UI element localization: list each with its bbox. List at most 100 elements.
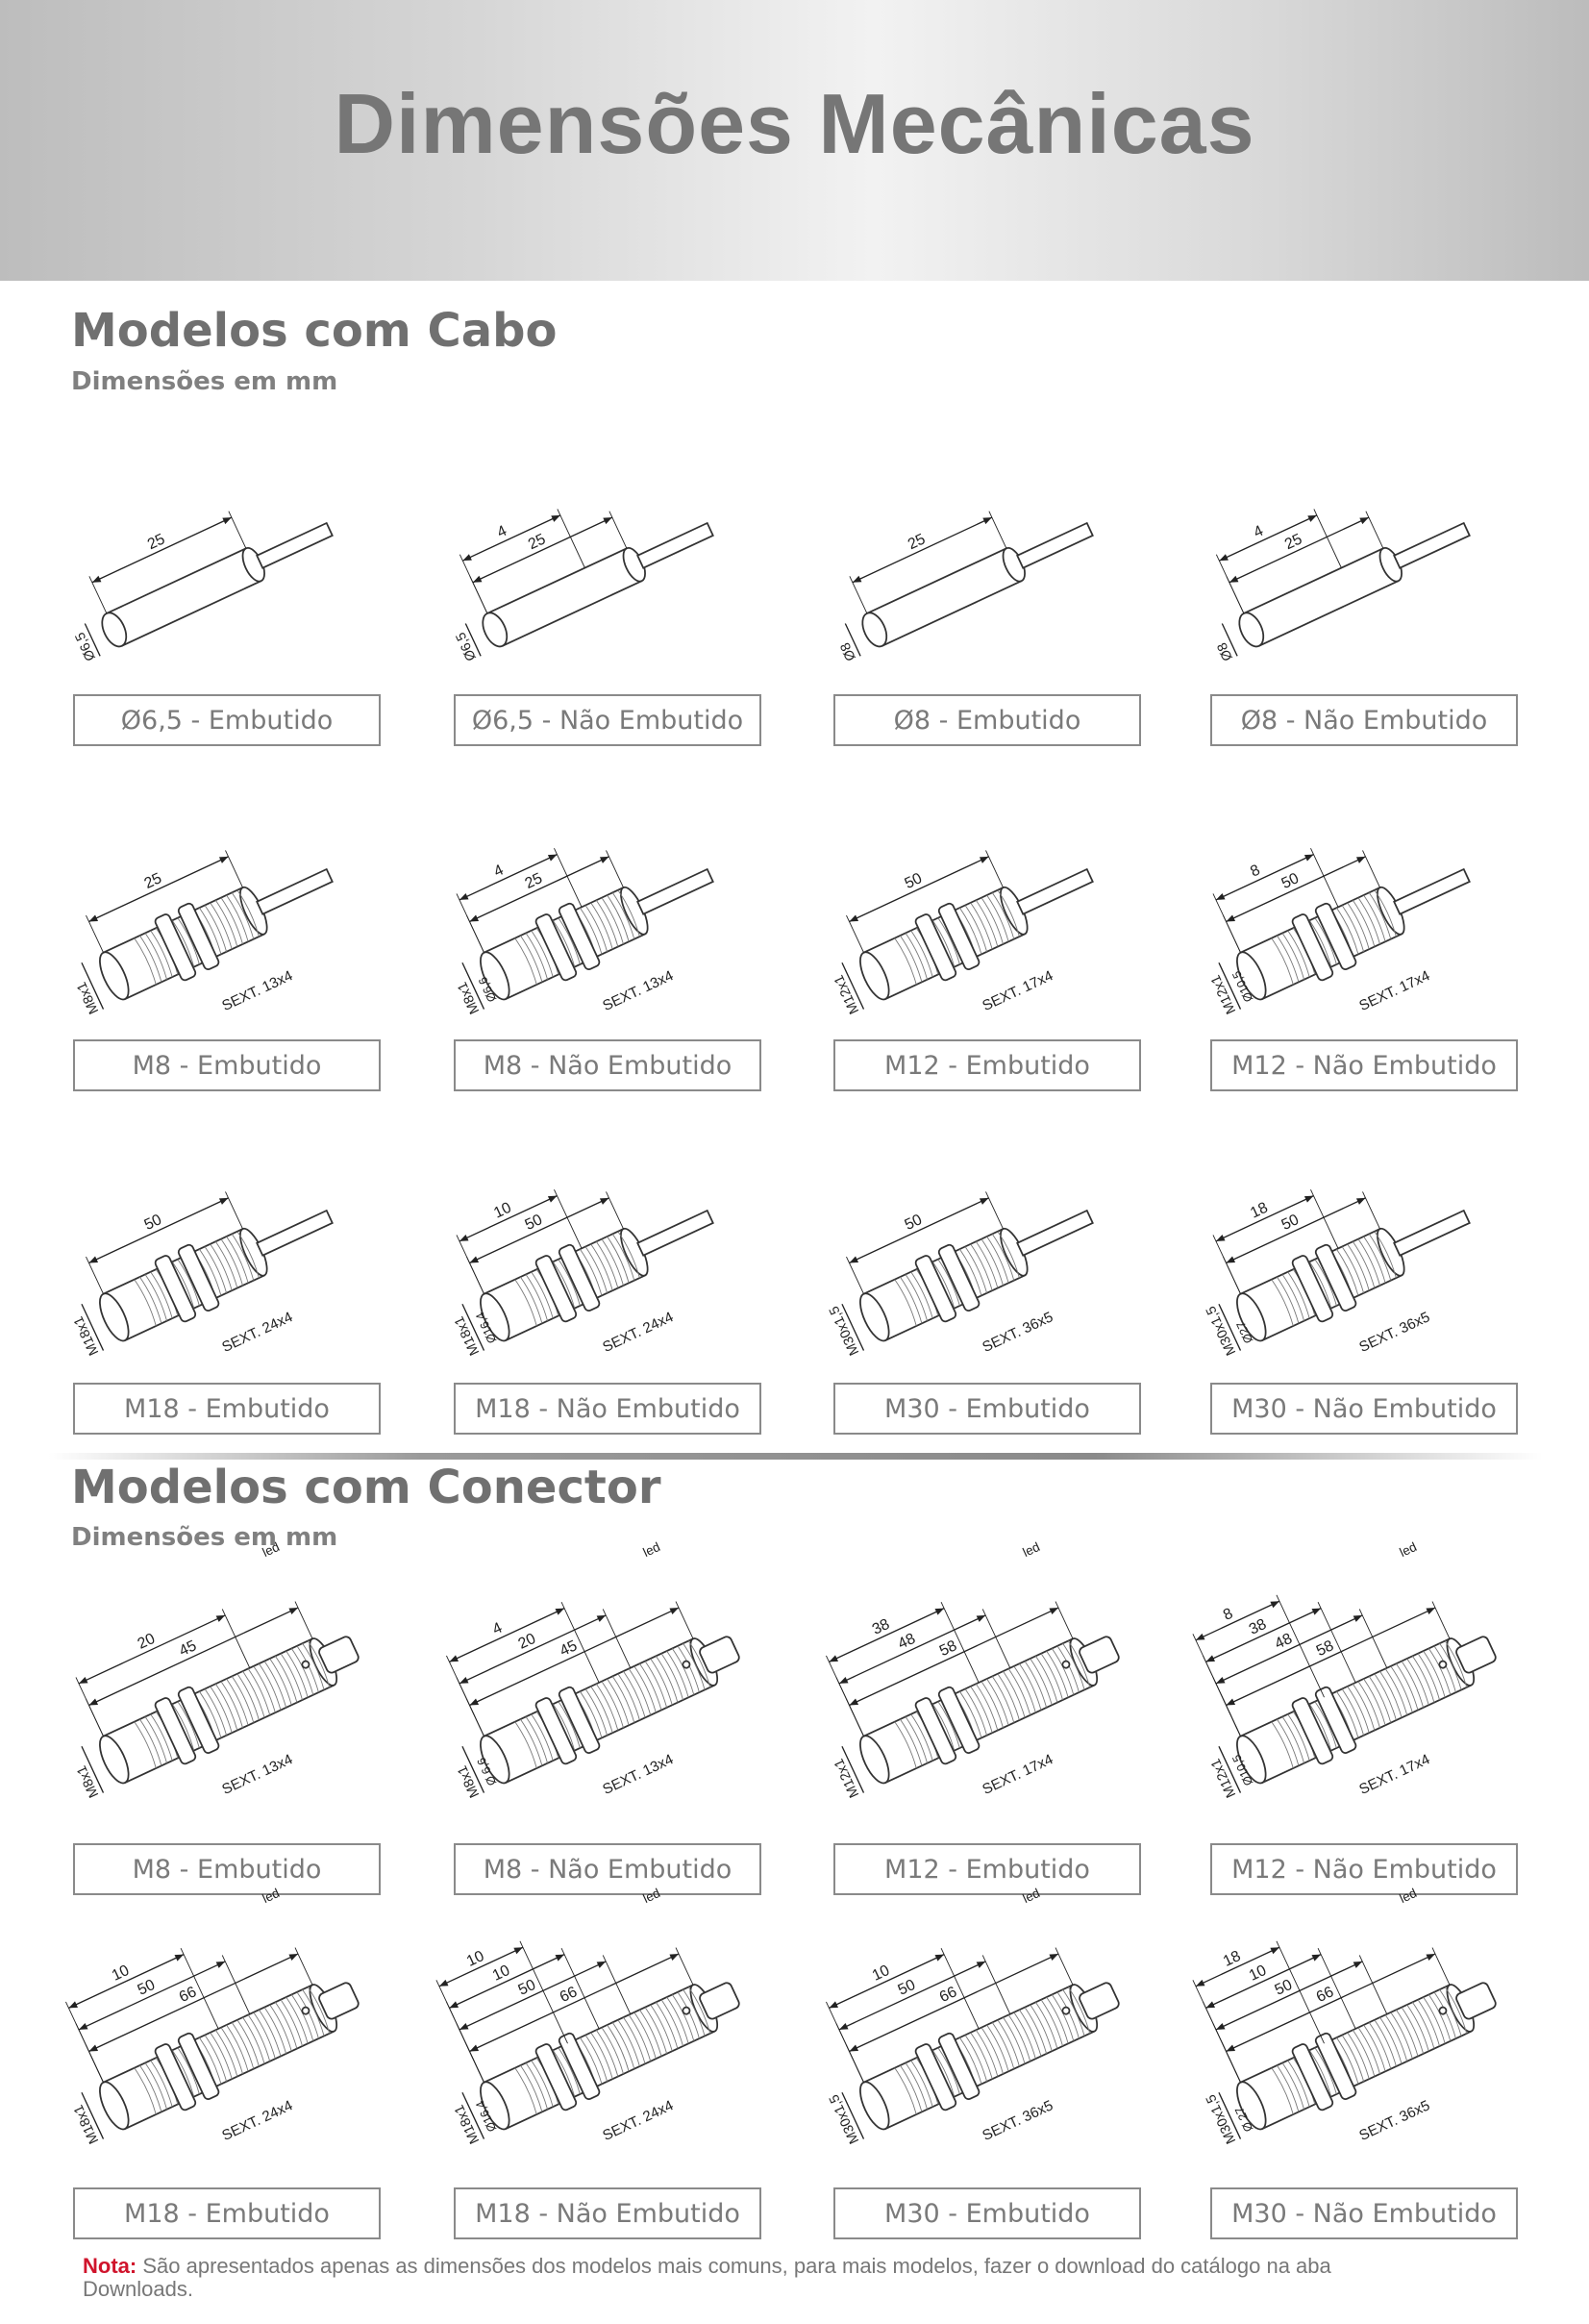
- arrow-head: [91, 575, 102, 583]
- thread-line: [584, 2035, 608, 2082]
- thread-line: [1287, 1271, 1310, 1319]
- thread-line: [1374, 889, 1397, 937]
- thread-line: [959, 907, 982, 955]
- thread-line: [1046, 1996, 1069, 2044]
- thread-line: [687, 1987, 711, 2034]
- thread-line: [144, 933, 167, 980]
- arrow-head: [88, 1698, 99, 1706]
- dimension-line: [78, 1614, 226, 1685]
- thread-line: [1013, 1665, 1036, 1713]
- arrow-head: [469, 2044, 480, 2052]
- arrow-head: [1307, 514, 1317, 522]
- thread-line: [1379, 1670, 1403, 1718]
- thread-line: [905, 1274, 928, 1321]
- arrow-head: [849, 1698, 859, 1706]
- thread-line: [639, 2009, 662, 2057]
- thread-line: [931, 1704, 956, 1751]
- extension-line: [86, 1256, 104, 1294]
- hex-nut: [937, 2032, 981, 2100]
- extension-line: [1365, 511, 1384, 549]
- dimension-line: [469, 1607, 680, 1707]
- extension-line: [1313, 509, 1342, 568]
- arrow-head: [669, 1954, 679, 1962]
- extension-line: [1358, 1609, 1388, 1668]
- thread-line: [1007, 1668, 1031, 1715]
- thread-line: [226, 2024, 249, 2072]
- thread-line: [986, 1236, 1009, 1284]
- thread-line: [660, 1999, 683, 2047]
- sensor-face: [99, 951, 130, 1001]
- thread-line: [1308, 920, 1332, 967]
- thread-line: [595, 1240, 619, 1288]
- thread-line: [666, 1650, 689, 1698]
- diameter-value: M30x1,5: [827, 2092, 863, 2146]
- thread-line: [226, 894, 249, 942]
- dimension-value: 10: [1247, 1962, 1269, 1985]
- diameter-line: [1218, 2091, 1242, 2139]
- hex-nut: [177, 2032, 220, 2100]
- section-title-conector: Modelos com Conector: [71, 1461, 661, 1514]
- cabo-model-label: Ø8 - Não Embutido: [1210, 694, 1518, 746]
- thread-line: [975, 2029, 999, 2077]
- cabo-model-label: M12 - Não Embutido: [1210, 1039, 1518, 1091]
- extension-line: [75, 1677, 104, 1737]
- dimension-line: [1226, 1197, 1366, 1264]
- extension-line: [1055, 1601, 1074, 1639]
- thread-line: [590, 902, 613, 950]
- extension-line: [985, 850, 1004, 888]
- thread-line: [263, 1661, 287, 1709]
- dimension-value: 66: [558, 1984, 580, 2006]
- thread-line: [590, 1686, 613, 1734]
- dimension-line: [91, 516, 233, 584]
- thread-line: [236, 2019, 260, 2067]
- extension-line: [985, 1191, 1004, 1230]
- hex-nut: [914, 1255, 957, 1323]
- extension-line: [606, 1191, 624, 1230]
- thread-line: [231, 1676, 255, 1723]
- thread-line: [231, 2022, 255, 2069]
- thread-line: [210, 2032, 233, 2080]
- led-label: led: [1398, 1539, 1419, 1560]
- thread-line: [633, 2012, 657, 2060]
- arrow-head: [829, 1655, 839, 1662]
- hex-size-value: SEXT. 36x5: [980, 2097, 1055, 2144]
- led-indicator: [682, 1660, 691, 1669]
- thread-line: [220, 1238, 243, 1287]
- led-indicator: [1061, 1660, 1071, 1669]
- dimension-value: 50: [516, 1977, 538, 1999]
- thread-line: [1363, 1678, 1386, 1726]
- hex-nut: [154, 1255, 197, 1323]
- thread-line: [280, 1653, 303, 1701]
- thread-line: [975, 899, 999, 947]
- diameter-line: [841, 1303, 865, 1351]
- thread-line: [134, 937, 157, 986]
- extension-line: [1276, 1940, 1325, 2044]
- arrow-head: [849, 914, 859, 922]
- thread-line: [991, 2022, 1015, 2069]
- conector-model-label: M30 - Não Embutido: [1210, 2187, 1518, 2239]
- thread-line: [1287, 930, 1310, 978]
- thread-line: [595, 1683, 619, 1731]
- extension-line: [846, 914, 864, 953]
- note-text: São apresentados apenas as dimensões dos…: [83, 2254, 1331, 2301]
- thread-line: [607, 1678, 630, 1726]
- thread-line: [677, 1991, 700, 2039]
- thread-line: [1281, 933, 1304, 980]
- dimension-value: 10: [464, 1948, 486, 1970]
- thread-line: [580, 2037, 603, 2085]
- thread-line: [1406, 1658, 1429, 1706]
- extension-line: [1317, 1601, 1356, 1684]
- thread-line: [280, 1999, 303, 2047]
- thread-line: [628, 1668, 652, 1715]
- thread-line: [1417, 1653, 1440, 1701]
- led-indicator: [1438, 2006, 1448, 2015]
- thread-line: [997, 1673, 1020, 1721]
- thread-line: [214, 1683, 238, 1731]
- dimension-line: [459, 853, 558, 901]
- diameter-line: [1218, 1303, 1242, 1351]
